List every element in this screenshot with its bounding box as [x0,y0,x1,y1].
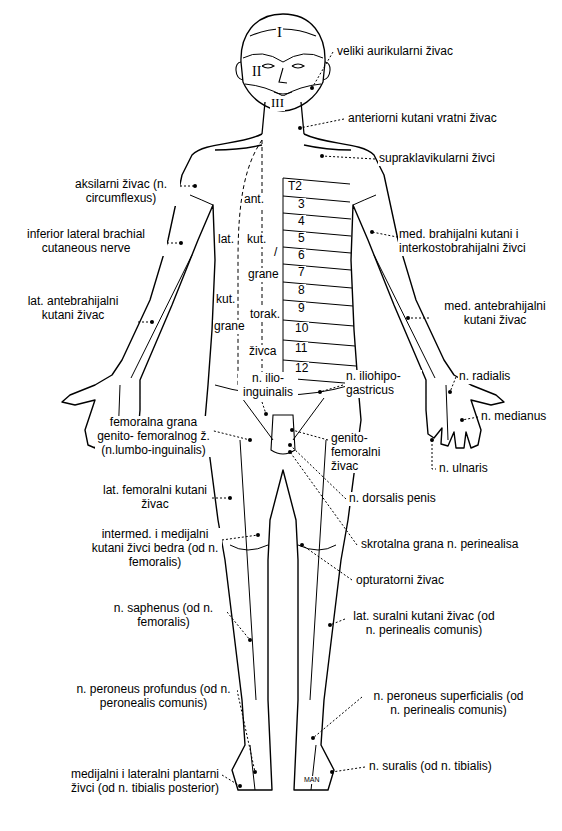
region-label: kut. [246,233,267,247]
nerve-label: medijalni i lateralni plantarni živci (o… [68,768,222,796]
region-label: kut. [215,293,236,307]
segment-number: 11 [294,342,308,356]
nerve-label: lat. femoralni kutani živac [98,484,212,512]
region-label: ant. [243,193,265,207]
segment-number: T2 [287,180,303,194]
region-label: / [273,246,278,260]
nerve-label: n. dorsalis penis [348,492,437,506]
region-numeral: II [251,64,262,80]
segment-number: 8 [297,284,306,298]
nerve-label: med. brahijalni kutani i interkostobrahi… [398,228,558,256]
nerve-label: n. saphenus (od n. femoralis) [100,602,227,630]
nerve-label: skrotalna grana n. perinealisa [360,538,519,552]
nerve-label: n. ilio- inguinalis [238,372,298,400]
signature: MAN [303,776,321,784]
region-label: grane [247,268,280,282]
segment-number: 5 [297,232,306,246]
segment-number: 7 [297,266,306,280]
nerve-label: opturatorni živac [355,574,445,588]
nerve-label: n. suralis (od n. tibialis) [368,760,500,774]
nerve-label: n. radialis [458,370,511,384]
region-label: živca [248,345,277,359]
nerve-label: aksilarni živac (n. circumflexus) [62,178,180,206]
nerve-label: genito- femoralni živac [330,432,410,473]
nerve-label: anteriorni kutani vratni živac [347,112,498,126]
nerve-label: n. iliohipo- gastricus [345,370,422,398]
segment-number: 10 [294,322,309,336]
nerve-label: n. ulnaris [438,462,489,476]
nerve-label: n. peroneus superficialis (od n. perinea… [370,690,527,718]
nerve-label: femoralna grana genito- femoralnog ž. (n… [95,416,212,457]
region-label: torak. [249,308,281,322]
segment-number: 4 [297,215,306,229]
region-numeral: III [270,96,285,111]
nerve-label: veliki aurikularni živac [336,45,454,59]
segment-number: 6 [297,249,306,263]
nerve-label: med. antebrahijalni kutani živac [432,300,558,328]
region-numeral: I [276,24,283,41]
segment-number: 9 [297,302,306,316]
region-label: lat. [217,233,235,247]
region-label: grane [213,320,246,334]
nerve-label: intermed. i medijalni kutani živci bedra… [88,528,222,569]
segment-number: 3 [297,198,306,212]
genital-outline [271,415,295,454]
nerve-label: inferior lateral brachial cutaneous nerv… [5,228,167,256]
nerve-label: lat. antebrahijalni kutani živac [10,295,136,323]
nerve-label: supraklavikularni živci [378,152,496,166]
nerve-label: n. medianus [480,410,547,424]
nerve-label: n. peroneus profundus (od n. peronealis … [70,683,237,711]
dermatome-bands [283,178,357,384]
nerve-label: lat. suralni kutani živac (od n. perinea… [348,610,500,638]
